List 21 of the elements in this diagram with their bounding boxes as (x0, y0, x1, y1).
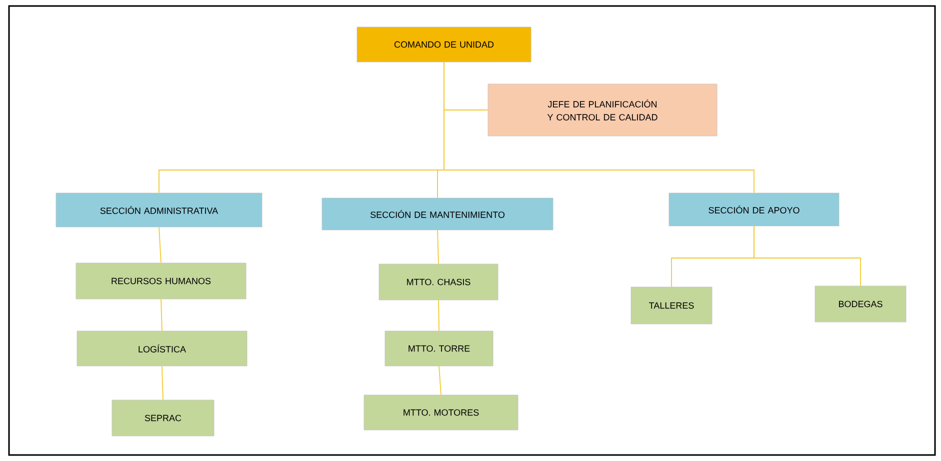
connector-line (158, 226, 162, 264)
unit-box: LOGÍSTICA (76, 330, 248, 366)
connector-line (438, 300, 440, 332)
unit-box: MTTO. MOTORES (364, 394, 518, 430)
connector-line (438, 366, 442, 396)
chief-box: JEFE DE PLANIFICACIÓN Y CONTROL DE CALIDAD (488, 84, 718, 136)
connector-line (160, 298, 162, 332)
command-box: COMANDO DE UNIDAD (356, 26, 532, 62)
unit-box: BODEGAS (814, 286, 906, 322)
connector-line (437, 230, 439, 264)
section-box: SECCIÓN DE MANTENIMIENTO (322, 198, 554, 230)
unit-box: SEPRAC (112, 400, 214, 436)
section-box: SECCIÓN ADMINISTRATIVA (56, 192, 262, 228)
connector-line (162, 366, 164, 400)
unit-box: TALLERES (630, 286, 712, 324)
unit-box: RECURSOS HUMANOS (76, 262, 246, 300)
section-box: SECCIÓN DE APOYO (668, 192, 840, 226)
unit-box: MTTO. CHASIS (378, 264, 498, 300)
connector-line (444, 62, 754, 194)
unit-box: MTTO. TORRE (384, 330, 494, 366)
connector-line (754, 226, 861, 286)
